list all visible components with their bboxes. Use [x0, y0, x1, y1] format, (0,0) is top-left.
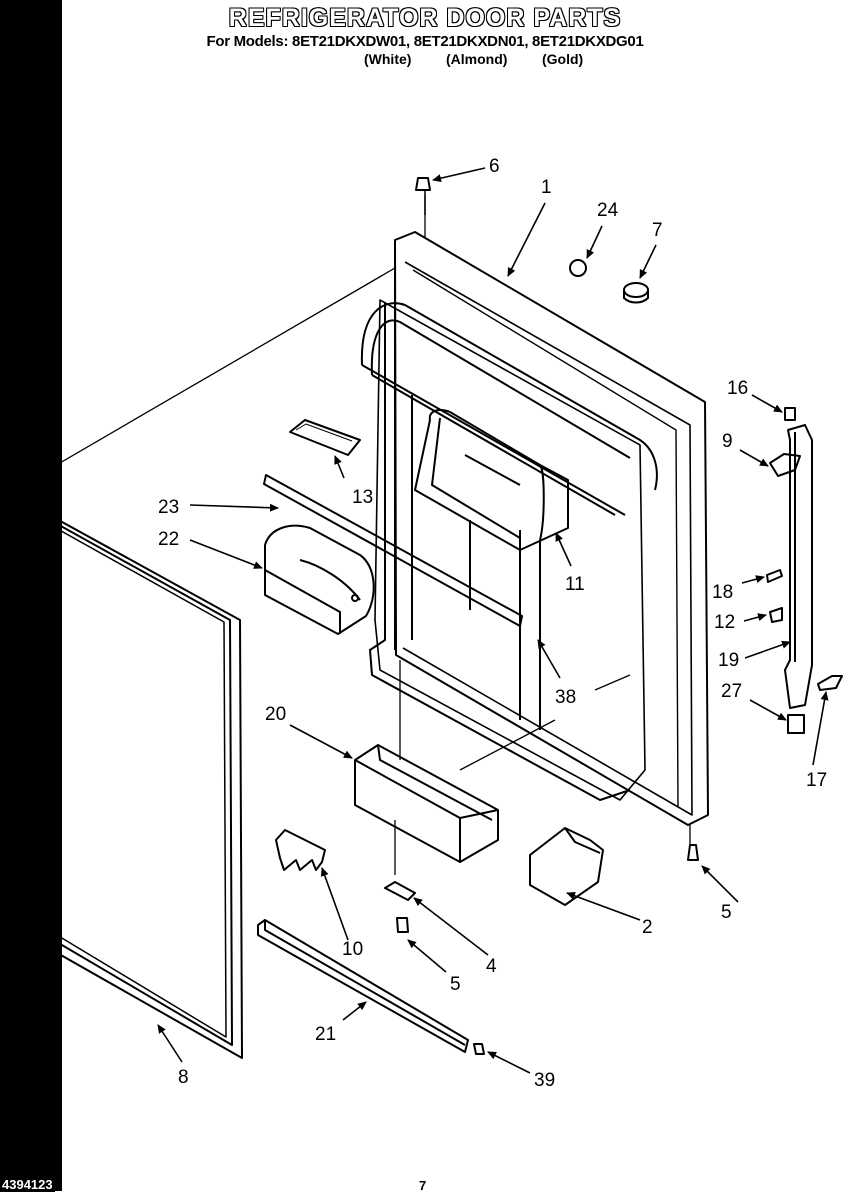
document-code: 4394123 [0, 1177, 55, 1192]
screw-part-17 [817, 675, 843, 691]
color-gold: (Gold) [542, 51, 584, 67]
callout-22: 22 [158, 529, 179, 550]
page-title: REFRIGERATOR DOOR PARTS [228, 4, 622, 32]
callout-20: 20 [265, 704, 286, 725]
callout-19: 19 [718, 650, 739, 671]
callout-1: 1 [541, 177, 552, 198]
handle-part-19 [784, 424, 813, 709]
bottom-trim-part-21 [257, 919, 469, 1053]
callout-38: 38 [555, 687, 576, 708]
clip-part-12 [769, 607, 783, 623]
plug-part-24 [569, 259, 587, 277]
callout-17: 17 [806, 770, 827, 791]
door-bin-part-20 [354, 744, 499, 863]
pad-part-18 [766, 569, 783, 583]
hinge-plate-part-4 [384, 881, 416, 901]
callout-11: 11 [565, 574, 585, 595]
screw-part-5-right [687, 844, 699, 861]
pad-part-13 [289, 419, 361, 456]
callout-4: 4 [486, 956, 497, 977]
shelf-trim-part-23 [263, 474, 523, 627]
page-number: 7 [419, 1178, 427, 1193]
callout-12: 12 [714, 612, 735, 633]
screw-part-5-left [396, 917, 409, 933]
hinge-part-9 [769, 453, 801, 477]
clip-part-10 [275, 829, 326, 871]
callout-39: 39 [534, 1070, 555, 1091]
scan-black-edge [0, 0, 62, 1191]
plug-part-7 [623, 282, 649, 298]
models-line: For Models: 8ET21DKXDW01, 8ET21DKXDN01, … [206, 33, 644, 50]
projection-lines [9, 195, 691, 875]
dairy-door-part-22 [264, 524, 375, 635]
callout-24: 24 [597, 200, 619, 221]
color-white: (White) [364, 51, 412, 67]
callout-9: 9 [722, 431, 733, 452]
screw-part-16 [784, 407, 796, 421]
leader-lines [157, 167, 829, 1074]
callout-5-left: 5 [450, 974, 461, 995]
callout-8: 8 [178, 1067, 189, 1088]
callout-27: 27 [721, 681, 742, 702]
callout-16: 16 [727, 378, 748, 399]
spacer-part-27 [787, 714, 805, 734]
callout-numbers: 6 1 24 7 16 9 13 23 22 11 18 12 19 38 27… [158, 156, 827, 1091]
hinge-cover-part-2 [529, 827, 604, 906]
callout-7: 7 [652, 220, 663, 241]
callout-23: 23 [158, 497, 179, 518]
callout-6: 6 [489, 156, 500, 177]
callout-21: 21 [315, 1024, 336, 1045]
callout-5-right: 5 [721, 902, 732, 923]
callout-18: 18 [712, 582, 733, 603]
callout-13: 13 [352, 487, 373, 508]
screw-part-6 [415, 177, 431, 191]
callout-2: 2 [642, 917, 653, 938]
door-liner-part-1 [360, 231, 709, 826]
color-variants: (White) (Almond) (Gold) [360, 51, 600, 69]
clip-part-39 [473, 1043, 485, 1055]
dairy-bin-part-11 [414, 409, 569, 551]
door-gasket-part-8 [3, 489, 243, 1059]
callout-10: 10 [342, 939, 363, 960]
color-almond: (Almond) [446, 51, 508, 67]
